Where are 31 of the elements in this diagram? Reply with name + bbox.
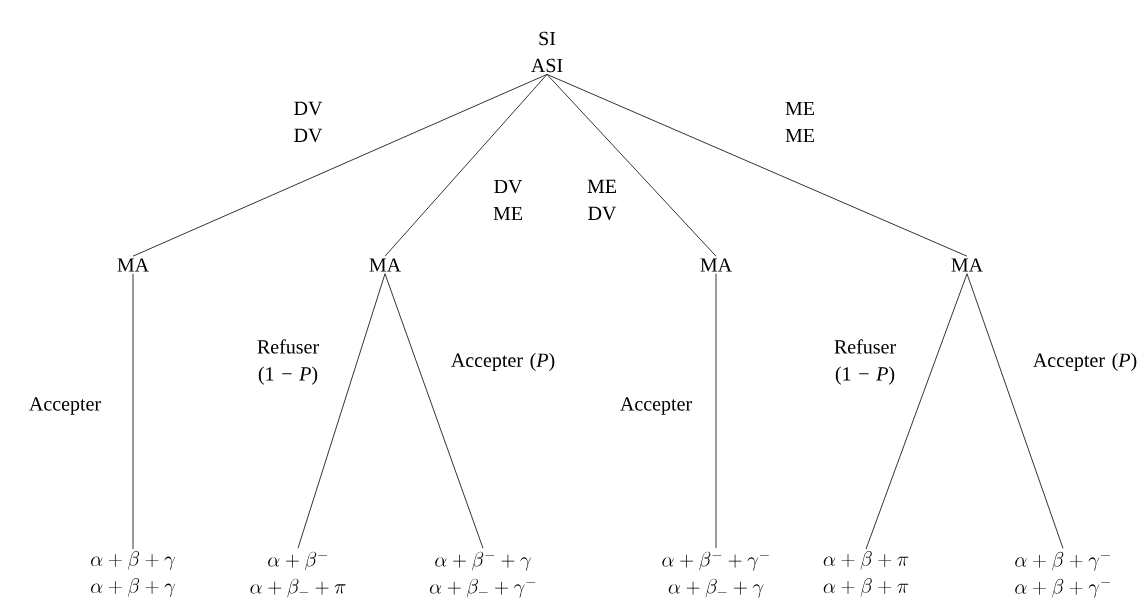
decision-label: MA xyxy=(117,258,149,272)
edge-label: Refuser (1 − P) xyxy=(257,339,319,385)
payoff-label: $\alpha+\beta^{-}+\gamma^{-}$ $\alpha+\beta_{-}+\gamma$ xyxy=(662,551,769,598)
tree-branch xyxy=(966,273,1064,549)
payoff-label: $\alpha+\beta^{-}$ $\alpha+\beta_{-}+\pi$ xyxy=(250,551,346,598)
tree-branch xyxy=(384,273,484,549)
tree-branch xyxy=(132,273,134,550)
tree-branch xyxy=(384,74,548,257)
edge-label: Accepter xyxy=(620,397,692,415)
tree-branch xyxy=(865,273,968,550)
decision-label: MA xyxy=(700,258,732,272)
decision-label: MA xyxy=(951,258,983,272)
payoff-label: $\alpha+\beta+\gamma^{-}$ $\alpha+\beta+\gamma^{-}$ xyxy=(1015,551,1110,598)
edge-label: Refuser (1 − P) xyxy=(834,339,896,385)
edge-label: DV DV xyxy=(294,101,323,143)
player-label: SI ASI xyxy=(531,31,563,73)
edge-label: DV ME xyxy=(493,179,523,221)
payoff-label: $\alpha+\beta^{-}+\gamma$ $\alpha+\beta_{-}+\gamma^{-}$ xyxy=(429,551,536,598)
tree-branch xyxy=(546,74,968,257)
decision-label: MA xyxy=(369,258,401,272)
edge-label: ME DV xyxy=(587,179,617,221)
tree-branch xyxy=(132,74,548,257)
edge-label: ME ME xyxy=(785,101,814,143)
tree-branch xyxy=(546,74,717,257)
edge-label: Accepter xyxy=(29,397,101,415)
payoff-label: $\alpha+\beta+\gamma$ $\alpha+\beta+\gamma$ xyxy=(91,551,176,598)
payoff-label: $\alpha+\beta+\pi$ $\alpha+\beta+\pi$ xyxy=(823,551,909,597)
edge-label: Accepter (P) xyxy=(1033,352,1137,372)
tree-branch xyxy=(297,273,386,549)
tree-branch xyxy=(715,273,717,549)
edge-label: Accepter (P) xyxy=(451,352,555,372)
